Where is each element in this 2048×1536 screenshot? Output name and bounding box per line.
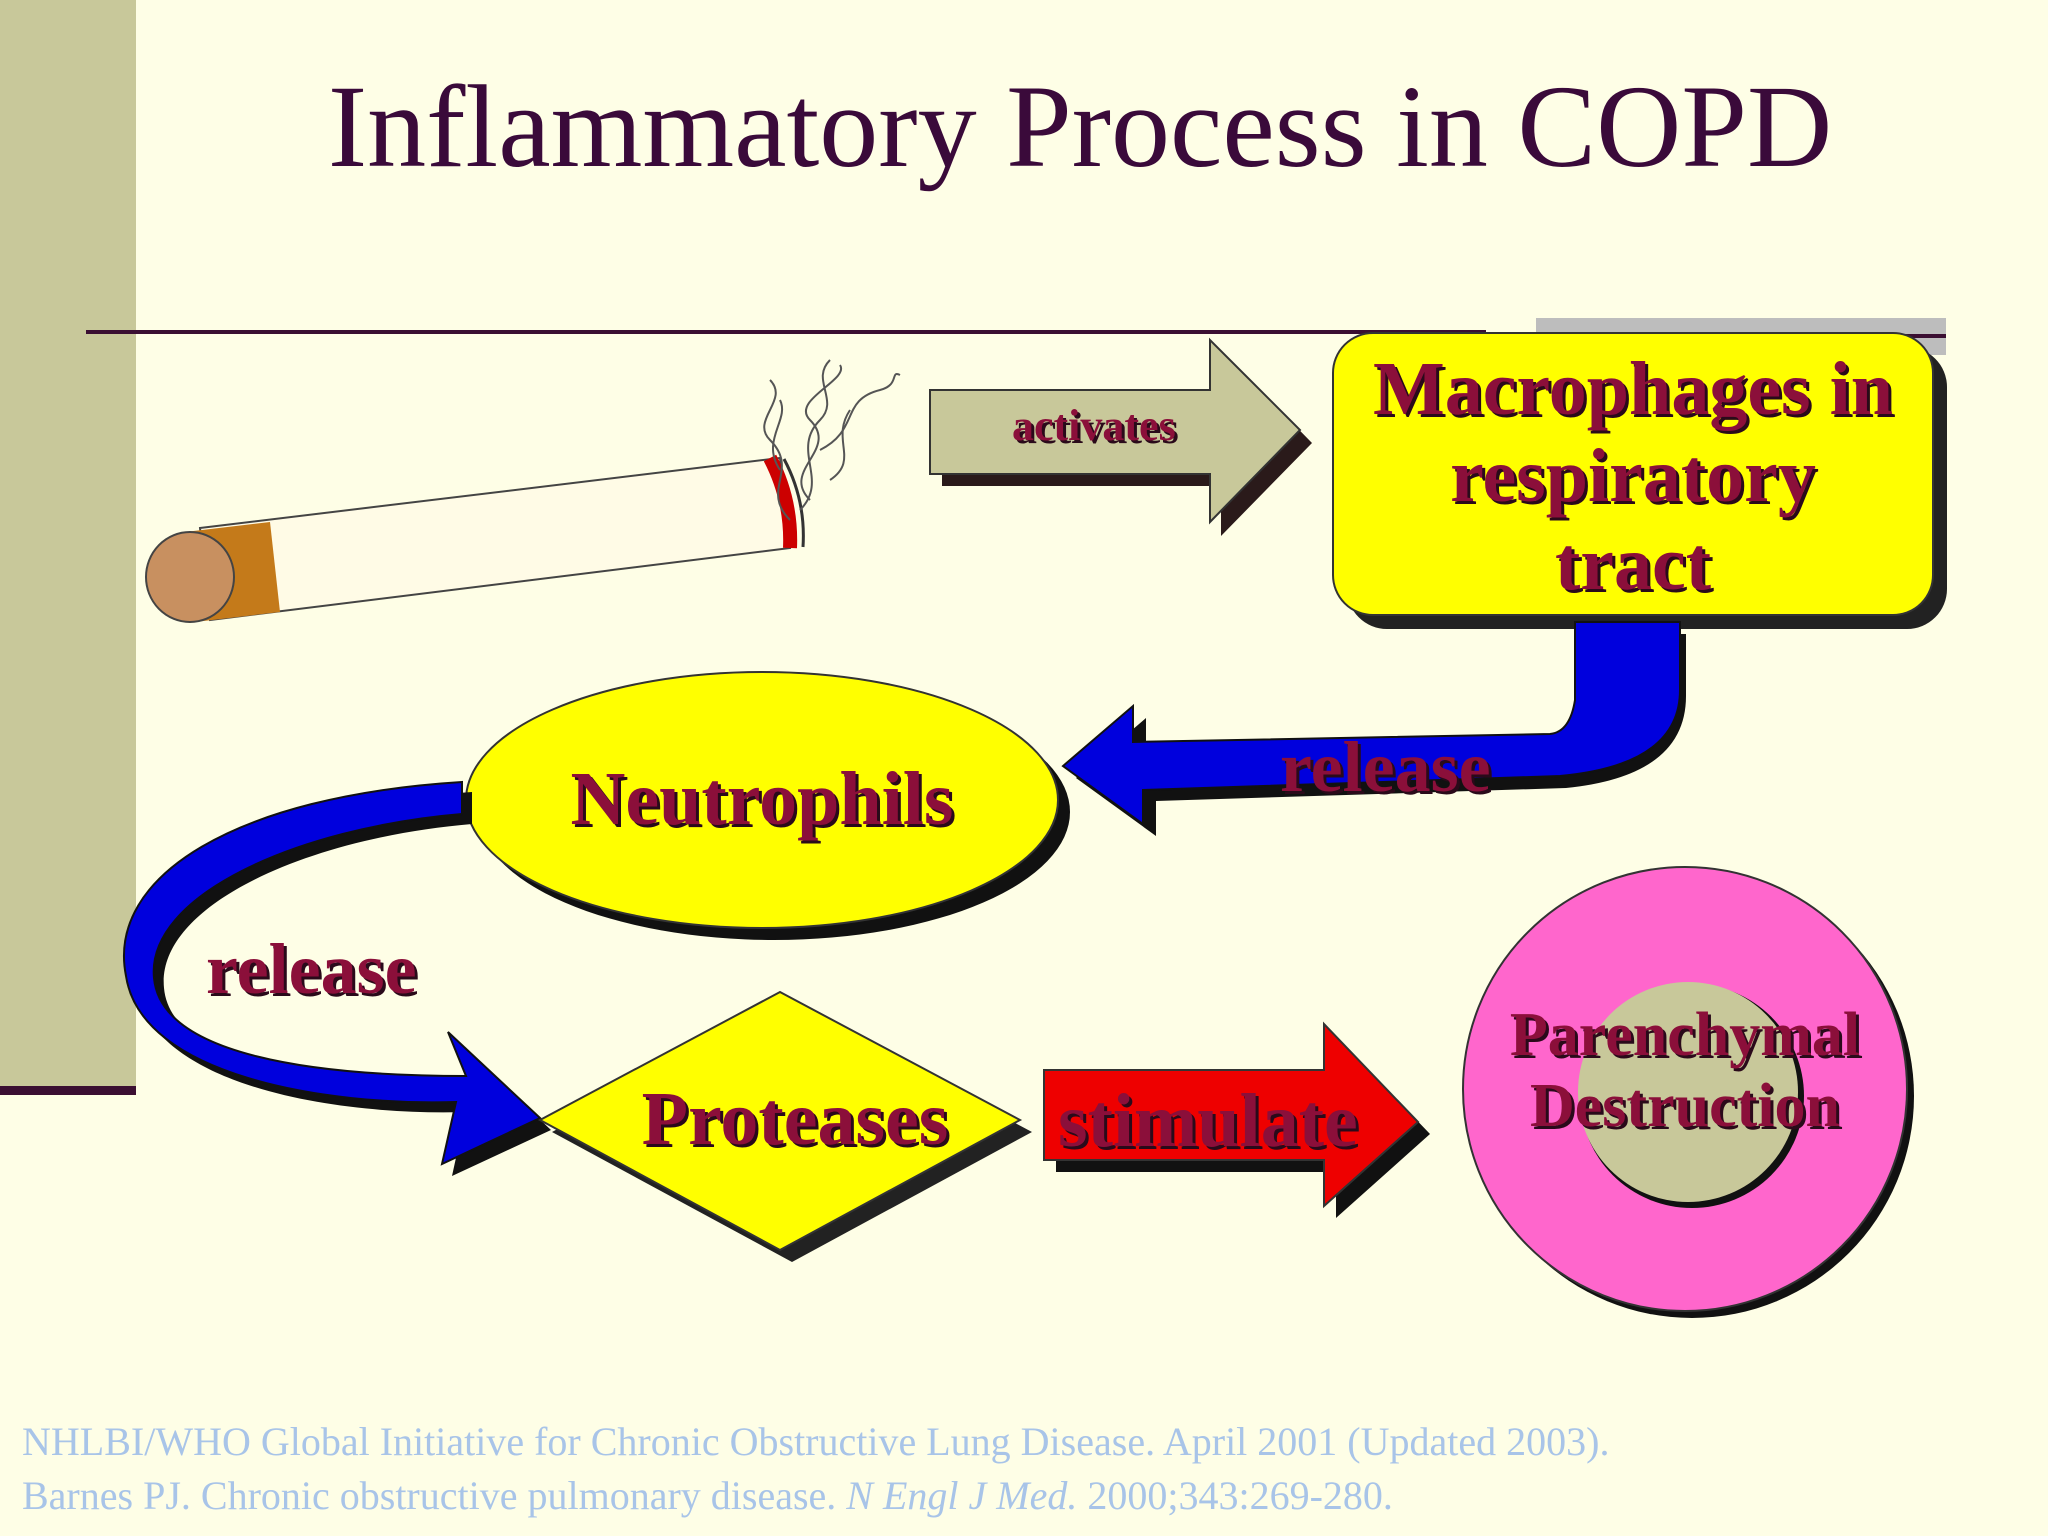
destruction-ring: [1462, 866, 1914, 1318]
proteases-label: Proteases: [641, 1077, 949, 1161]
destruction-label-line2: Destruction: [1530, 1072, 1840, 1141]
macrophages-label-line1: Macrophages in: [1372, 347, 1894, 431]
stimulate-arrow: [1043, 1021, 1430, 1218]
reference-line-1: NHLBI/WHO Global Initiative for Chronic …: [22, 1419, 1610, 1464]
smoke-icon: [763, 359, 901, 521]
release-label-top: release: [1280, 727, 1491, 807]
proteases-diamond: [537, 990, 1032, 1262]
release-arrow-left: [123, 780, 551, 1176]
macrophages-label: Macrophages in respiratory tract: [1333, 346, 1933, 608]
reference-line-2: Barnes PJ. Chronic obstructive pulmonary…: [22, 1469, 1609, 1523]
reference-line-2-prefix: Barnes PJ. Chronic obstructive pulmonary…: [22, 1473, 837, 1518]
title-divider: [86, 330, 1486, 334]
reference-line-2-journal: N Engl J Med.: [846, 1473, 1078, 1518]
release-label-left: release: [206, 929, 417, 1009]
left-accent-bar: [0, 0, 136, 1086]
macrophages-label-line3: tract: [1554, 521, 1712, 606]
neutrophils-ellipse: [465, 671, 1070, 940]
macrophages-box: [1332, 332, 1947, 629]
slide-title: Inflammatory Process in COPD: [327, 61, 1833, 192]
destruction-label-line1: Parenchymal: [1509, 1001, 1861, 1069]
references: NHLBI/WHO Global Initiative for Chronic …: [22, 1415, 1609, 1523]
destruction-label: Parenchymal Destruction: [1463, 1000, 1907, 1143]
activates-arrow: [929, 337, 1312, 536]
neutrophils-label: Neutrophils: [570, 757, 954, 841]
release-arrow-top: [1061, 621, 1686, 836]
reference-line-2-suffix: 2000;343:269-280.: [1087, 1473, 1393, 1518]
stimulate-label: stimulate: [1058, 1079, 1358, 1163]
activates-label: activates: [1012, 401, 1176, 450]
left-accent-bar-line: [0, 1086, 136, 1095]
macrophages-label-line2: respiratory: [1450, 434, 1816, 519]
cigarette-icon: [145, 454, 805, 623]
